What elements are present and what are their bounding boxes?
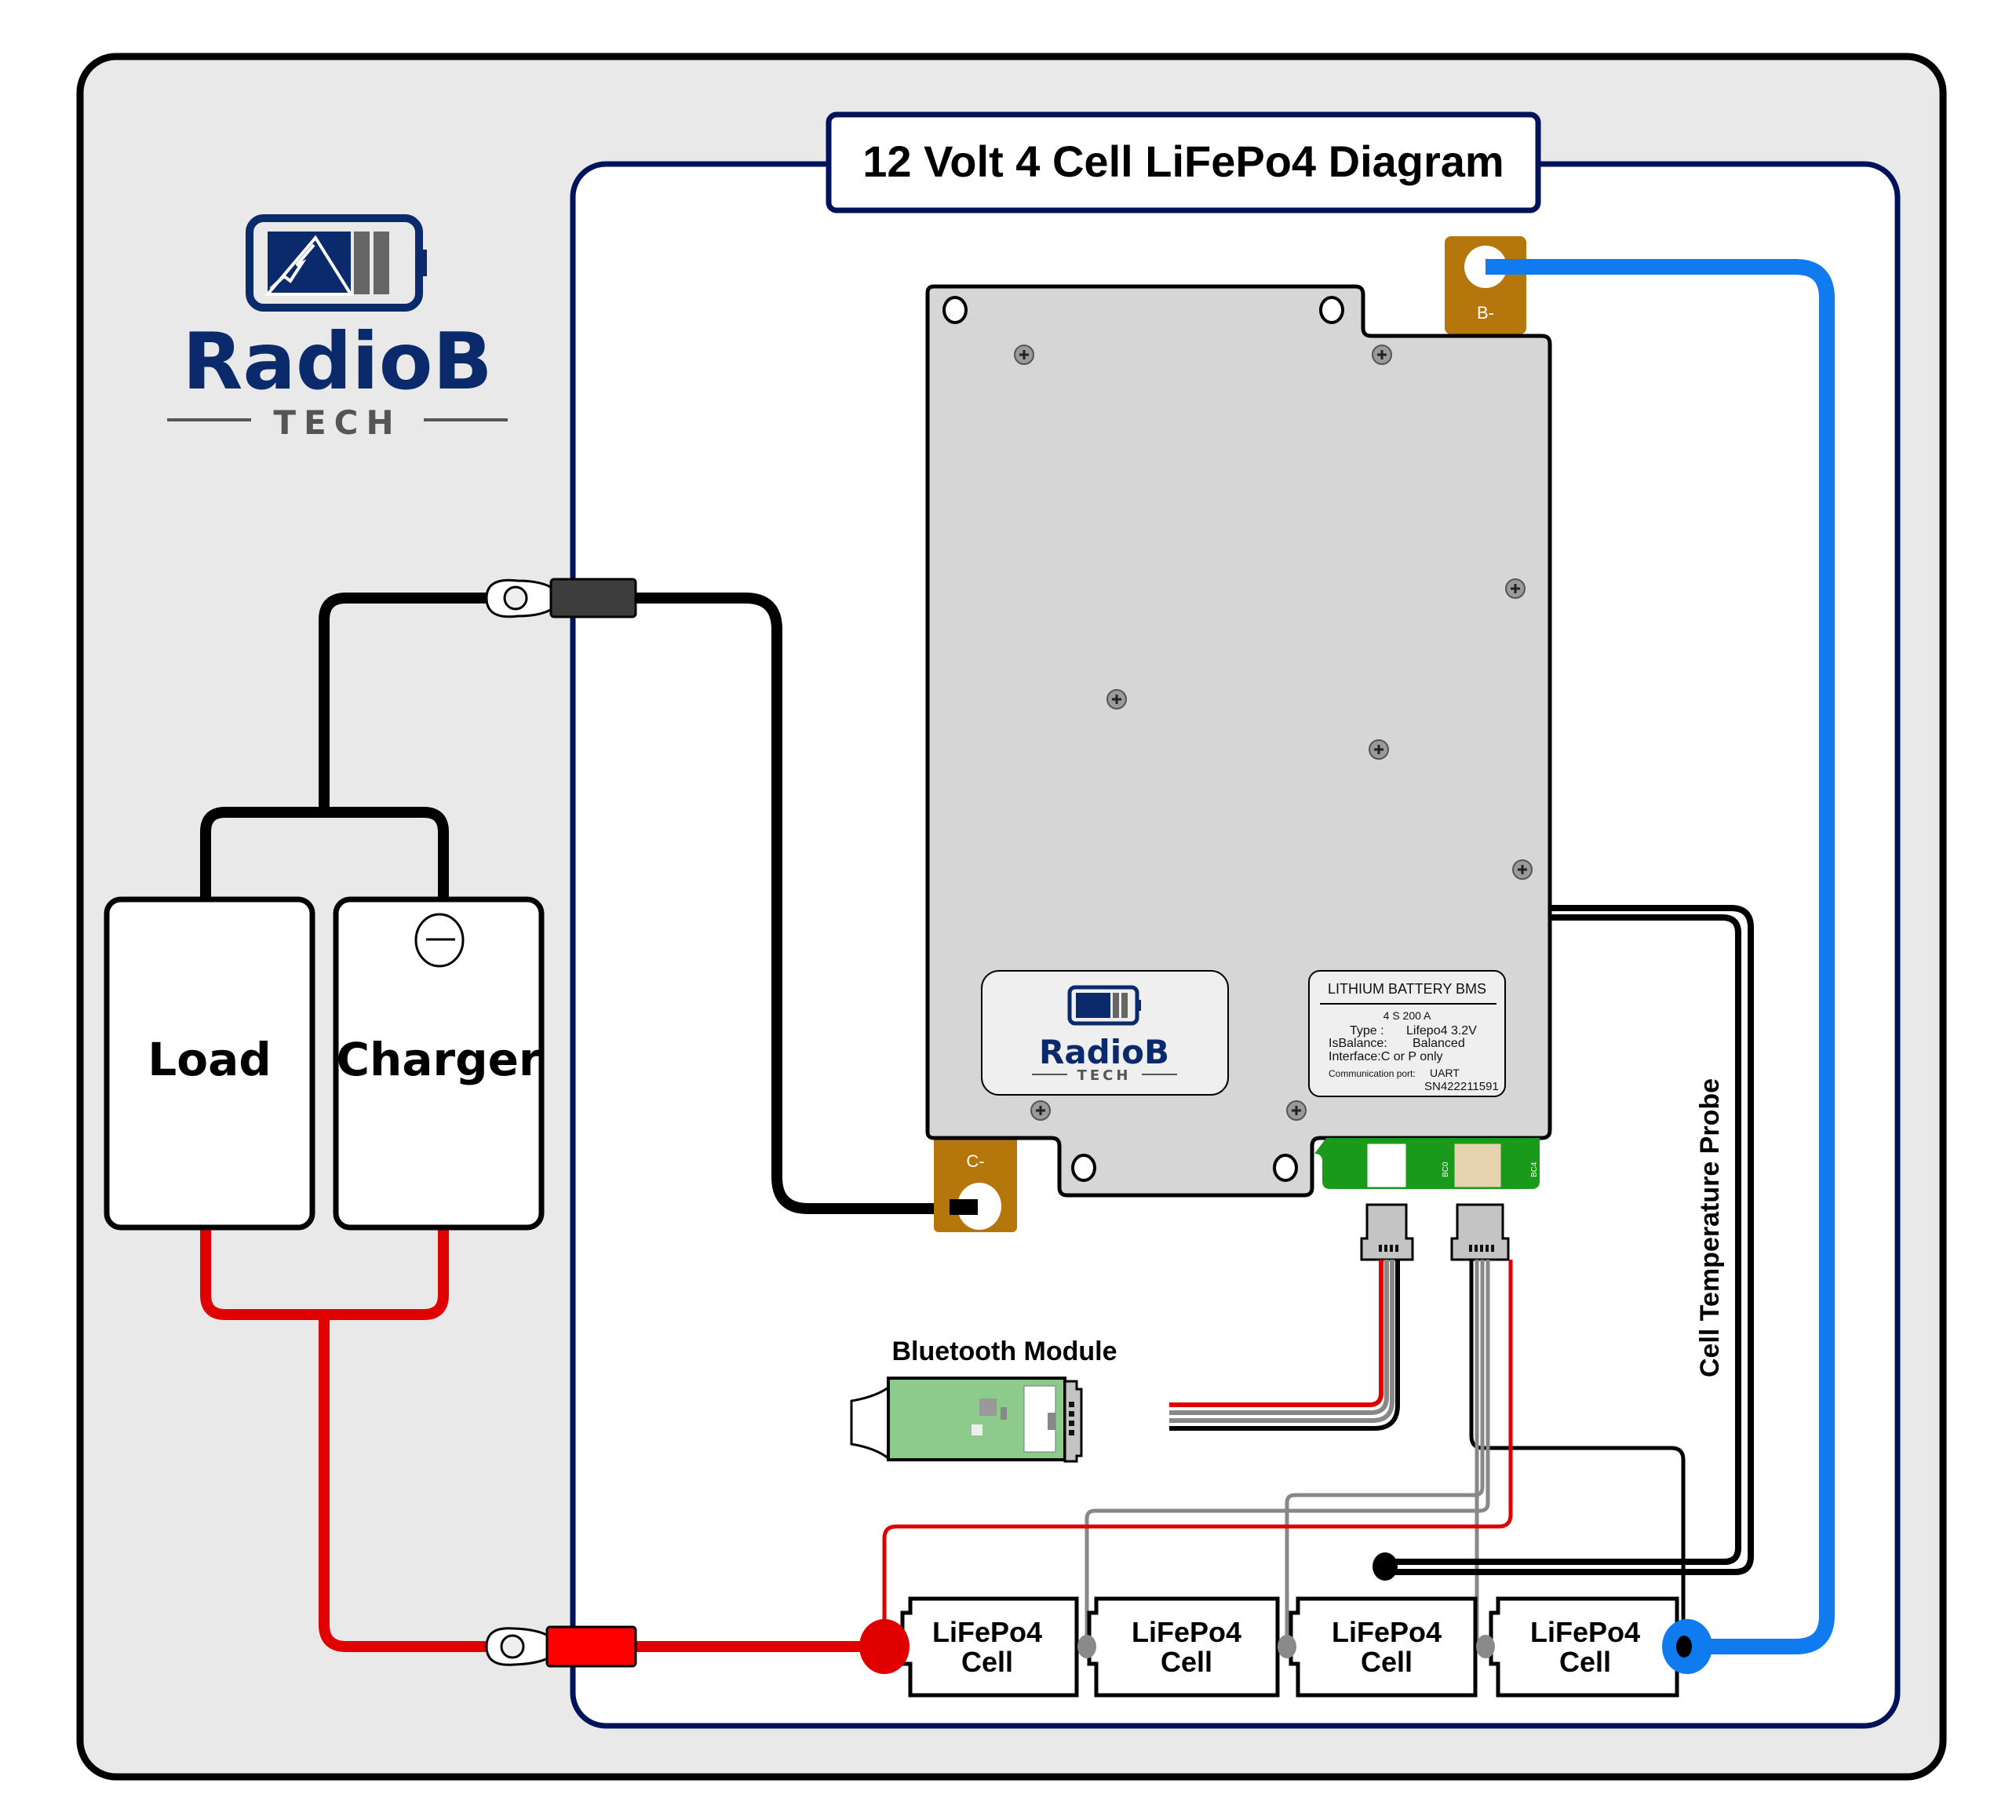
cell-junction-2-3 [1278, 1635, 1296, 1658]
negative-ring-terminal [485, 578, 637, 618]
balance-leads [882, 1260, 1686, 1647]
bms-pcb: BC0 BC4 [1314, 1138, 1540, 1189]
nameplate-balance-value: Balanced [1413, 1037, 1465, 1050]
mounting-hole [942, 296, 968, 324]
nameplate-type-label: Type : [1350, 1024, 1384, 1038]
bms-brand-tagline: TECH [1077, 1067, 1132, 1084]
bluetooth-module-label: Bluetooth Module [891, 1337, 1117, 1366]
cell-1: LiFePo4 Cell [900, 1596, 1079, 1698]
cell-label-line1: LiFePo4 [1530, 1616, 1640, 1648]
brand-name: RadioB [182, 315, 492, 407]
cell-2: LiFePo4 Cell [1087, 1596, 1280, 1698]
bluetooth-cable [1169, 1260, 1400, 1431]
positive-ring-terminal [485, 1625, 637, 1668]
bms-nameplate: LITHIUM BATTERY BMS 4 S 200 A Type : Lif… [1308, 970, 1506, 1097]
temperature-probe-sensor [1373, 1552, 1398, 1581]
cell-label-line2: Cell [1559, 1646, 1611, 1678]
bms-board [925, 284, 1552, 1198]
negative-wiring [200, 593, 973, 1214]
bluetooth-module[interactable] [850, 1377, 1083, 1463]
c-minus-terminal[interactable]: C- [934, 1136, 1017, 1232]
temperature-probe-leads [1389, 905, 1754, 1575]
bluetooth-port[interactable] [1366, 1143, 1407, 1188]
b-minus-wire [1491, 259, 1835, 1654]
balance-connector-plug[interactable] [1450, 1203, 1510, 1261]
cell-3: LiFePo4 Cell [1289, 1596, 1478, 1698]
b-minus-terminal[interactable]: B- [1445, 236, 1526, 334]
mounting-hole [1071, 1154, 1096, 1182]
cell-label-line1: LiFePo4 [932, 1616, 1042, 1648]
charger-label: Charger [336, 1033, 541, 1086]
nameplate-spec: 4 S 200 A [1383, 1009, 1431, 1022]
battery-cells: LiFePo4 Cell LiFePo4 Cell LiFePo4 Cell L… [900, 1596, 1679, 1698]
positive-wiring [200, 1228, 887, 1652]
positive-terminal-boot [545, 1625, 637, 1668]
positive-battery-terminal[interactable] [859, 1619, 910, 1674]
bms-logo-plate: RadioB TECH [981, 970, 1229, 1096]
title-box: 12 Volt 4 Cell LiFePo4 Diagram [826, 111, 1541, 213]
bluetooth-connector-plug[interactable] [1360, 1203, 1414, 1261]
cell-4: LiFePo4 Cell [1489, 1596, 1679, 1698]
negative-terminal-boot [549, 578, 637, 618]
mounting-hole [1273, 1154, 1298, 1182]
charger-device: Charger [333, 896, 545, 1231]
cell-label-line2: Cell [1161, 1646, 1212, 1678]
battery-logo-icon [246, 214, 427, 312]
brand-tagline: TECH [273, 403, 401, 442]
nameplate-comm-label: Communication port: [1329, 1068, 1416, 1079]
negative-terminal-lead-dot [1676, 1636, 1692, 1658]
nameplate-comm-value: UART [1430, 1067, 1460, 1079]
load-label: Load [148, 1033, 271, 1086]
nameplate-serial: SN422211591 [1424, 1080, 1499, 1093]
load-device: Load [104, 896, 315, 1231]
pcb-label-bc4: BC4 [1530, 1162, 1539, 1177]
nameplate-interface: Interface:C or P only [1329, 1050, 1443, 1063]
pcb-label-bc0: BC0 [1442, 1162, 1450, 1177]
nameplate-heading: LITHIUM BATTERY BMS [1328, 981, 1486, 997]
nameplate-balance-label: IsBalance: [1329, 1037, 1387, 1050]
mounting-hole [1319, 296, 1344, 324]
bms-brand-name: RadioB [1039, 1033, 1169, 1071]
brand-logo: RadioB TECH [167, 214, 508, 442]
cell-junction-1-2 [1077, 1635, 1096, 1658]
cell-label-line1: LiFePo4 [1332, 1616, 1442, 1648]
diagram-title: 12 Volt 4 Cell LiFePo4 Diagram [862, 137, 1504, 186]
cell-label-line1: LiFePo4 [1132, 1616, 1241, 1648]
cell-label-line2: Cell [1361, 1646, 1413, 1678]
balance-port[interactable] [1453, 1143, 1502, 1188]
temperature-probe-label: Cell Temperature Probe [1695, 1078, 1725, 1377]
cell-label-line2: Cell [961, 1646, 1013, 1678]
b-minus-label: B- [1477, 303, 1494, 323]
c-minus-label: C- [966, 1151, 984, 1171]
cell-junction-3-4 [1476, 1635, 1495, 1658]
nameplate-type-value: Lifepo4 3.2V [1406, 1024, 1477, 1038]
